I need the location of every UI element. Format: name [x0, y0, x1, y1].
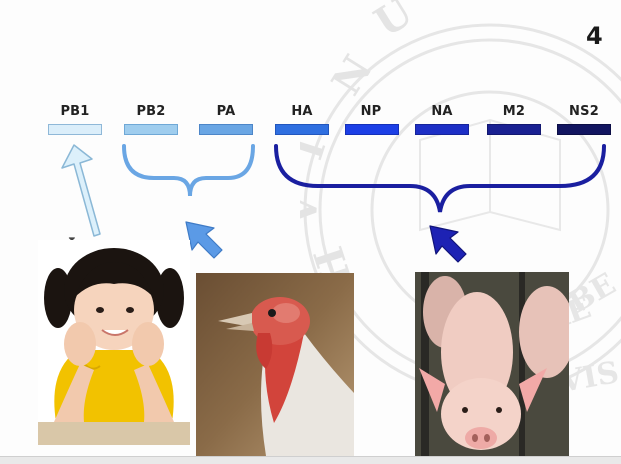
avian-arrow-icon — [186, 222, 222, 258]
avian-brace — [124, 146, 253, 196]
pig-photo — [415, 272, 569, 458]
child-photo — [38, 240, 190, 445]
swine-brace — [276, 146, 604, 212]
bottom-caption-strip — [0, 456, 621, 464]
human-arrow-icon — [62, 145, 100, 236]
swine-arrow-icon — [430, 226, 466, 262]
turkey-photo — [196, 273, 354, 456]
